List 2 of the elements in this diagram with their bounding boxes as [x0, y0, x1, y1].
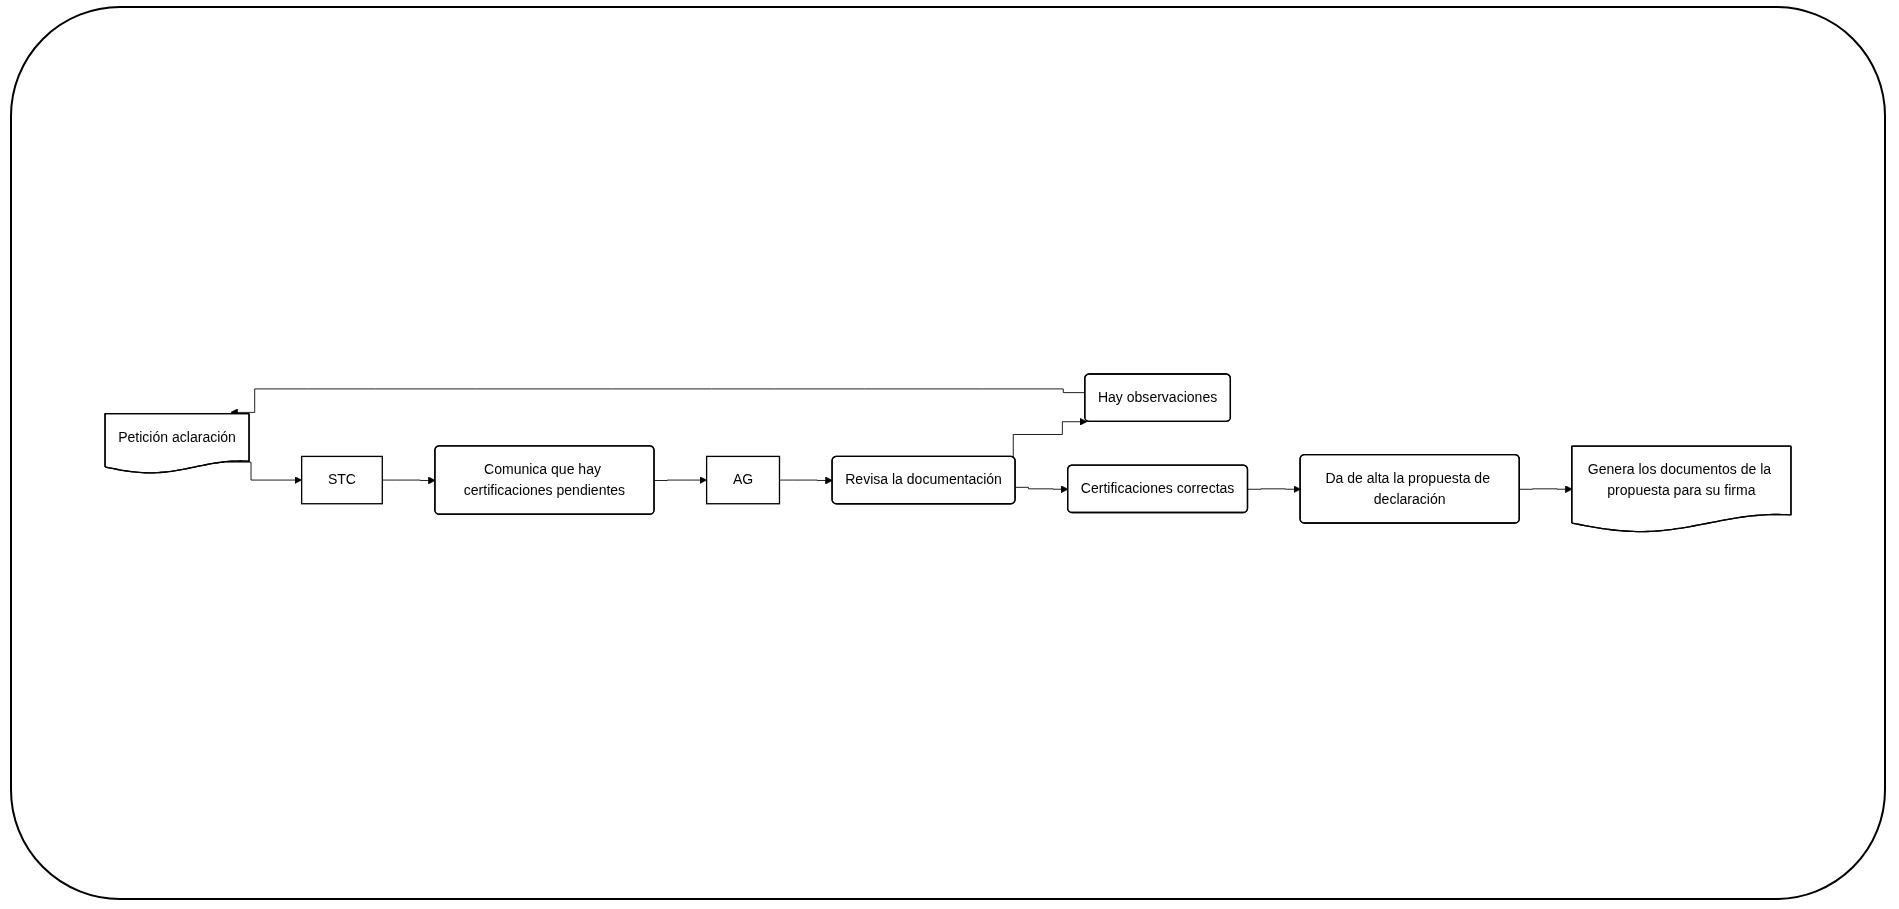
node-box: STC — [301, 455, 383, 505]
node-box: AG — [705, 455, 781, 505]
